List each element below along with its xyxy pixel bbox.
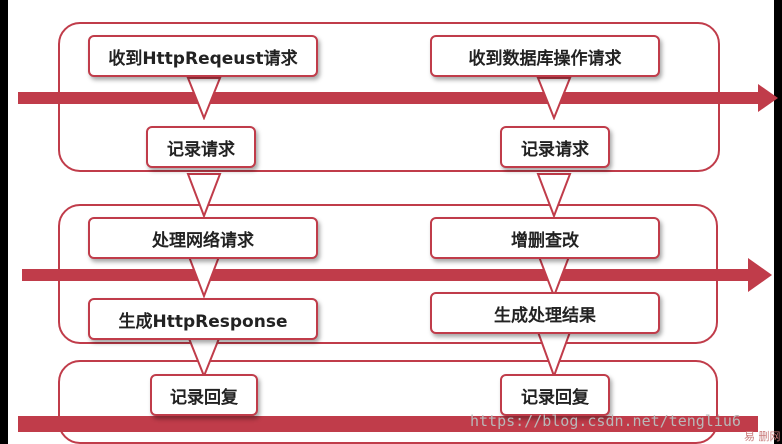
- box-log-request-right: 记录请求: [500, 126, 610, 168]
- watermark-url: https://blog.csdn.net/tengliu6: [470, 412, 741, 430]
- right-frame-edge: [774, 0, 782, 444]
- flow-arrow-left-2: [186, 173, 222, 218]
- flow-arrow-right-2: [536, 173, 572, 218]
- box-generate-http-response: 生成HttpResponse: [88, 298, 318, 340]
- box-receive-db-request: 收到数据库操作请求: [430, 35, 660, 77]
- flow-arrow-left-4: [186, 335, 222, 378]
- left-frame-edge: [0, 0, 8, 444]
- timeline-arrow-top: [18, 84, 778, 112]
- flow-arrow-right-4: [536, 331, 572, 378]
- box-generate-result: 生成处理结果: [430, 292, 660, 334]
- box-receive-http-request: 收到HttpReqeust请求: [88, 35, 318, 77]
- site-logo: 易 删网: [744, 430, 781, 443]
- box-process-network-request: 处理网络请求: [88, 217, 318, 259]
- timeline-arrow-middle: [22, 258, 772, 292]
- timeline-arrow-bottom: [18, 416, 758, 432]
- box-log-reply-right: 记录回复: [500, 374, 610, 416]
- flow-arrow-right-1: [536, 77, 572, 120]
- box-log-reply-left: 记录回复: [150, 374, 258, 416]
- box-log-request-left: 记录请求: [146, 126, 256, 168]
- box-crud: 增删查改: [430, 217, 660, 259]
- flow-arrow-left-1: [186, 77, 222, 120]
